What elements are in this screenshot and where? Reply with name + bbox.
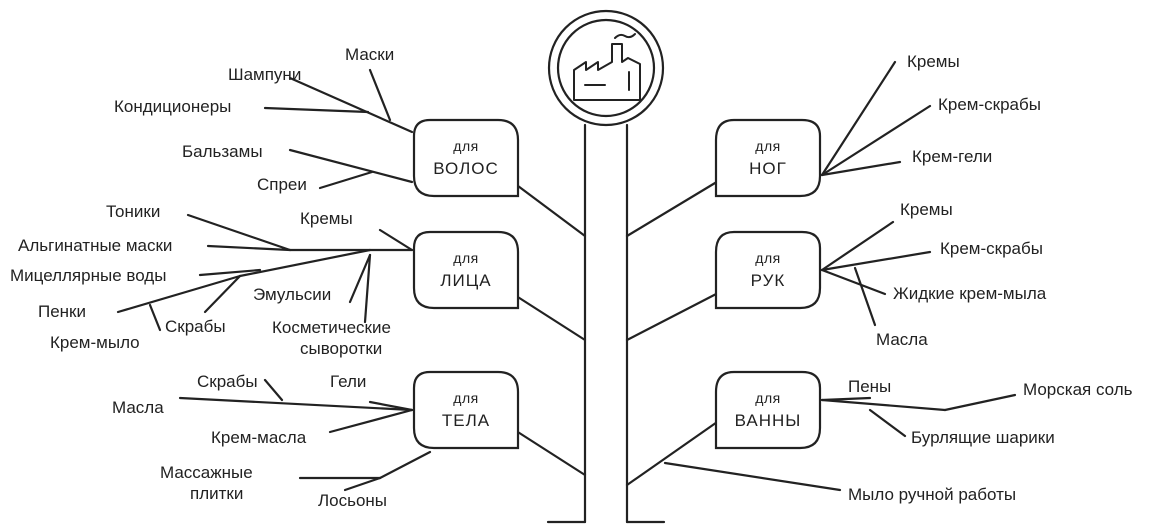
product-feet-cream-scrubs: Крем-скрабы (938, 95, 1041, 114)
product-body-massage-line2: плитки (190, 484, 243, 503)
category-hands-prefix: для (755, 250, 780, 266)
category-hands-title: РУК (751, 271, 786, 290)
hands-branches (820, 220, 932, 327)
category-face-title: ЛИЦА (440, 271, 491, 290)
product-hands-oils: Масла (876, 330, 928, 349)
product-face-serums-line1: Косметические (272, 318, 391, 337)
product-face-scrubs: Скрабы (165, 317, 226, 336)
product-feet-cream-gels: Крем-гели (912, 147, 992, 166)
product-bath-handmade-soap: Мыло ручной работы (848, 485, 1016, 504)
category-bath-prefix: для (755, 390, 780, 406)
category-body-prefix: для (453, 390, 478, 406)
product-face-alginate: Альгинатные маски (18, 236, 172, 255)
category-bath-title: ВАННЫ (735, 411, 802, 430)
category-face: для ЛИЦА (412, 230, 520, 310)
hair-branches (263, 68, 414, 190)
product-hair-shampoos: Шампуни (228, 65, 301, 84)
product-feet-creams: Кремы (907, 52, 960, 71)
product-hands-liquid-soap: Жидкие крем-мыла (893, 284, 1047, 303)
product-hands-creams: Кремы (900, 200, 953, 219)
product-body-cream-oils: Крем-масла (211, 428, 307, 447)
category-feet-prefix: для (755, 138, 780, 154)
category-hands: для РУК (714, 230, 822, 310)
product-hair-sprays: Спреи (257, 175, 307, 194)
category-body: для ТЕЛА (412, 370, 520, 450)
product-hands-cream-scrubs: Крем-скрабы (940, 239, 1043, 258)
category-body-title: ТЕЛА (442, 411, 490, 430)
category-feet-title: НОГ (749, 159, 787, 178)
product-bath-foams: Пены (848, 377, 891, 396)
face-branches (116, 213, 414, 332)
product-face-foams: Пенки (38, 302, 86, 321)
product-body-massage-line1: Массажные (160, 463, 253, 482)
product-face-tonics: Тоники (106, 202, 160, 221)
feet-branches (820, 60, 932, 177)
product-face-micellar: Мицеллярные воды (10, 266, 166, 285)
product-bath-sea-salt: Морская соль (1023, 380, 1133, 399)
product-bath-fizzy-balls: Бурлящие шарики (911, 428, 1055, 447)
category-hair-prefix: для (453, 138, 478, 154)
product-hair-conditioners: Кондиционеры (114, 97, 231, 116)
bath-branches (663, 393, 1017, 492)
product-hair-balms: Бальзамы (182, 142, 263, 161)
category-face-prefix: для (453, 250, 478, 266)
trunk-branches (508, 178, 722, 487)
trunk (546, 123, 666, 524)
factory-icon (573, 33, 641, 101)
product-body-gels: Гели (330, 372, 366, 391)
body-branches (178, 378, 432, 492)
product-face-emulsions: Эмульсии (253, 285, 331, 304)
product-face-serums-line2: сыворотки (300, 339, 382, 358)
product-face-cream-soap: Крем-мыло (50, 333, 140, 352)
category-feet: для НОГ (714, 118, 822, 198)
product-body-scrubs: Скрабы (197, 372, 258, 391)
category-bath: для ВАННЫ (714, 370, 822, 450)
product-face-creams: Кремы (300, 209, 353, 228)
category-hair: для ВОЛОС (412, 118, 520, 198)
factory-emblem (547, 9, 665, 127)
product-body-oils: Масла (112, 398, 164, 417)
category-hair-title: ВОЛОС (433, 159, 498, 178)
product-body-lotions: Лосьоны (318, 491, 387, 510)
product-hair-masks: Маски (345, 45, 394, 64)
